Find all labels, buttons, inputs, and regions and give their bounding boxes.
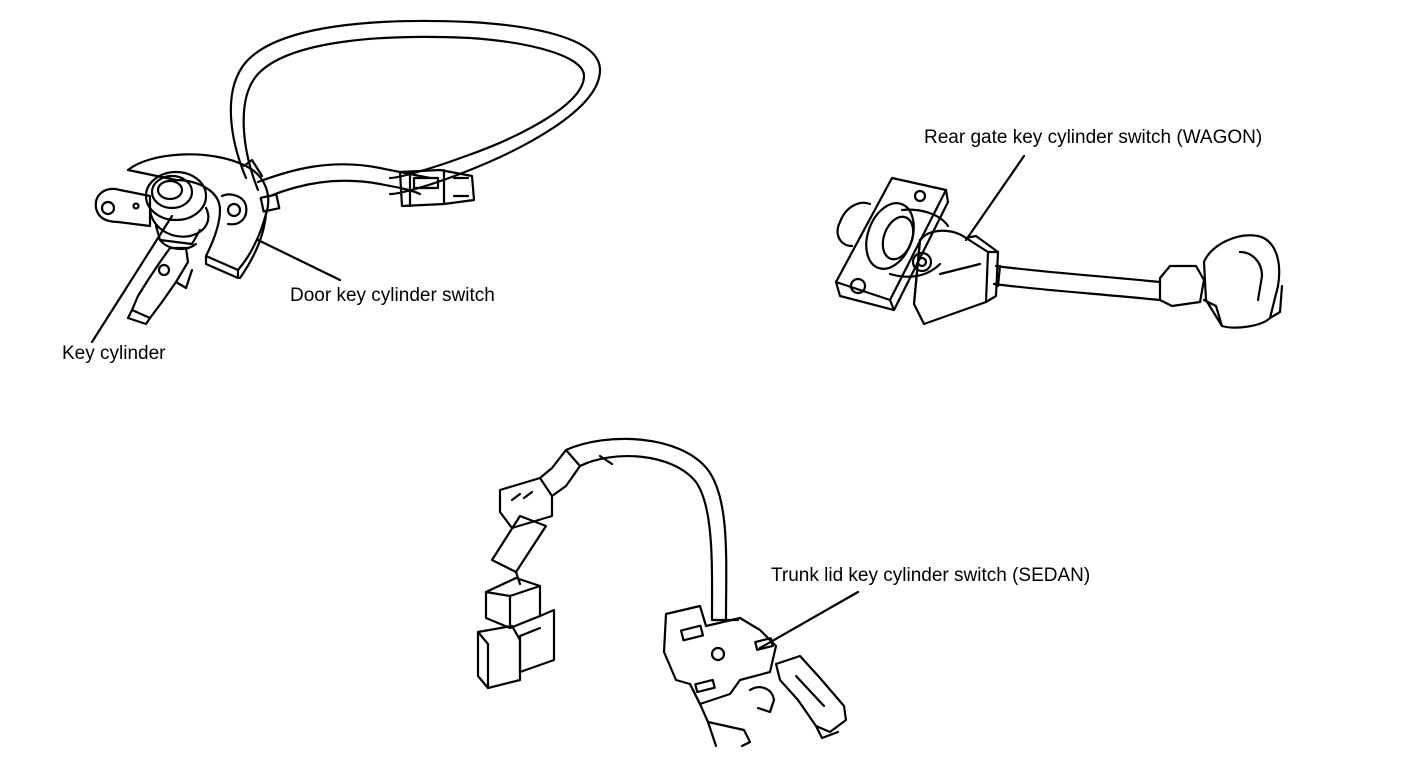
rear-gate-leader xyxy=(964,154,1026,242)
trunk-lid-cable-clip xyxy=(500,450,580,528)
key-cylinder-body xyxy=(146,172,208,249)
key-cylinder-label: Key cylinder xyxy=(62,343,166,364)
rear-gate-cable xyxy=(994,266,1160,300)
trunk-lid-key-cylinder-switch-assembly xyxy=(478,439,846,746)
key-cylinder-leader xyxy=(90,214,174,344)
rear-gate-cylinder xyxy=(858,197,948,277)
trunk-lid-leader xyxy=(758,590,860,650)
door-key-cylinder-switch-assembly xyxy=(96,21,600,324)
door-switch-leader xyxy=(256,238,342,282)
trunk-lid-key-cylinder-switch-label: Trunk lid key cylinder switch (SEDAN) xyxy=(771,565,1091,586)
door-switch-harness xyxy=(231,21,600,196)
rear-gate-connector xyxy=(1160,235,1282,327)
door-switch-housing xyxy=(128,154,279,278)
door-switch-lever xyxy=(128,248,192,324)
trunk-lid-connector xyxy=(478,578,554,688)
rear-gate-mounting-plate xyxy=(836,178,948,310)
trunk-lid-switch-tab xyxy=(776,656,846,738)
door-key-cylinder-switch-label: Door key cylinder switch xyxy=(290,285,495,306)
door-switch-connector xyxy=(400,170,474,206)
rear-gate-switch-body xyxy=(913,231,998,324)
trunk-lid-switch-body xyxy=(664,606,776,746)
rear-gate-key-cylinder-switch-label: Rear gate key cylinder switch (WAGON) xyxy=(924,127,1263,148)
trunk-lid-cable xyxy=(566,439,738,620)
rear-gate-key-cylinder-switch-assembly xyxy=(836,178,1282,328)
